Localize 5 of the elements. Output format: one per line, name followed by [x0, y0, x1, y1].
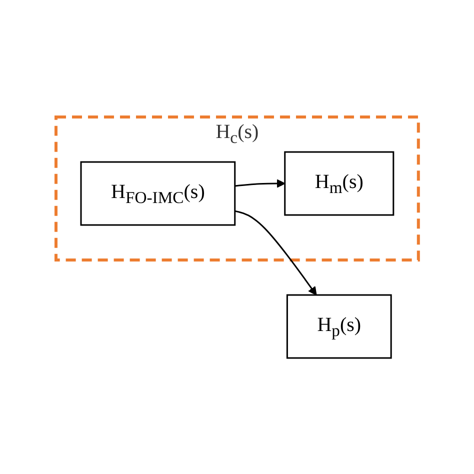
node-box: H$_{FO-IMC}$(s) — [80, 160, 236, 226]
node-box: H$_{m}$(s) — [284, 150, 394, 216]
node-box: H$_{p}$(s) — [286, 294, 392, 358]
arrow — [234, 210, 317, 295]
arrow — [234, 178, 286, 188]
